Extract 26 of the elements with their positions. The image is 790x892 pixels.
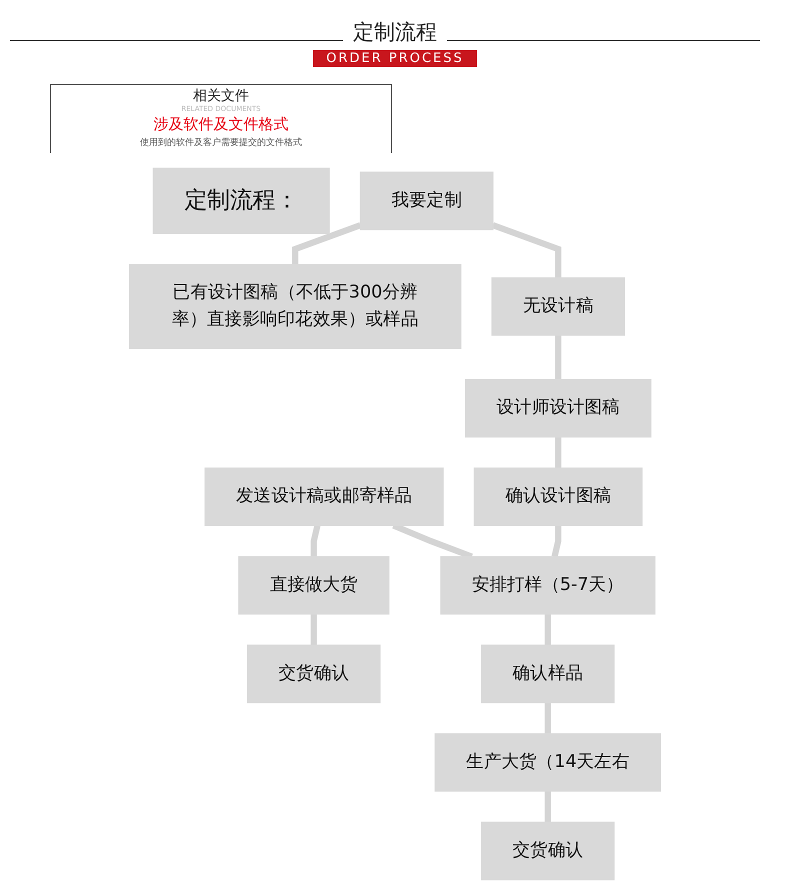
- node-box: 定制流程：: [152, 168, 330, 234]
- connector: [552, 526, 562, 558]
- connector: [492, 222, 562, 278]
- node-box: 安排打样（5-7天）: [440, 556, 656, 615]
- node-box: 确认样品: [481, 644, 615, 704]
- connector: [555, 335, 562, 380]
- node-box: 直接做大货: [238, 556, 390, 615]
- node-box: 无设计稿: [491, 277, 625, 336]
- node-box: 发送设计稿或邮寄样品: [204, 468, 444, 526]
- connector: [310, 614, 317, 646]
- connector: [544, 614, 551, 646]
- connector: [310, 524, 320, 557]
- subtitle-banner: ORDER PROCESS: [313, 50, 477, 67]
- node-box: 我要定制: [360, 172, 494, 230]
- node-box: 已有设计图稿（不低于300分辨率）直接影响印花效果）或样品: [128, 264, 462, 349]
- node-box: 生产大货（14天左右: [434, 733, 662, 792]
- node-box: 确认设计图稿: [474, 468, 643, 526]
- panel-note: 使用到的软件及客户需要提交的文件格式: [140, 136, 302, 149]
- connector: [544, 702, 551, 734]
- connector: [292, 222, 362, 265]
- node-box: 交货确认: [247, 644, 381, 704]
- connector: [544, 791, 551, 822]
- panel-title: 涉及软件及文件格式: [154, 115, 288, 134]
- connector: [555, 437, 562, 468]
- node-box: 设计师设计图稿: [465, 379, 652, 438]
- node-box: 交货确认: [481, 822, 615, 880]
